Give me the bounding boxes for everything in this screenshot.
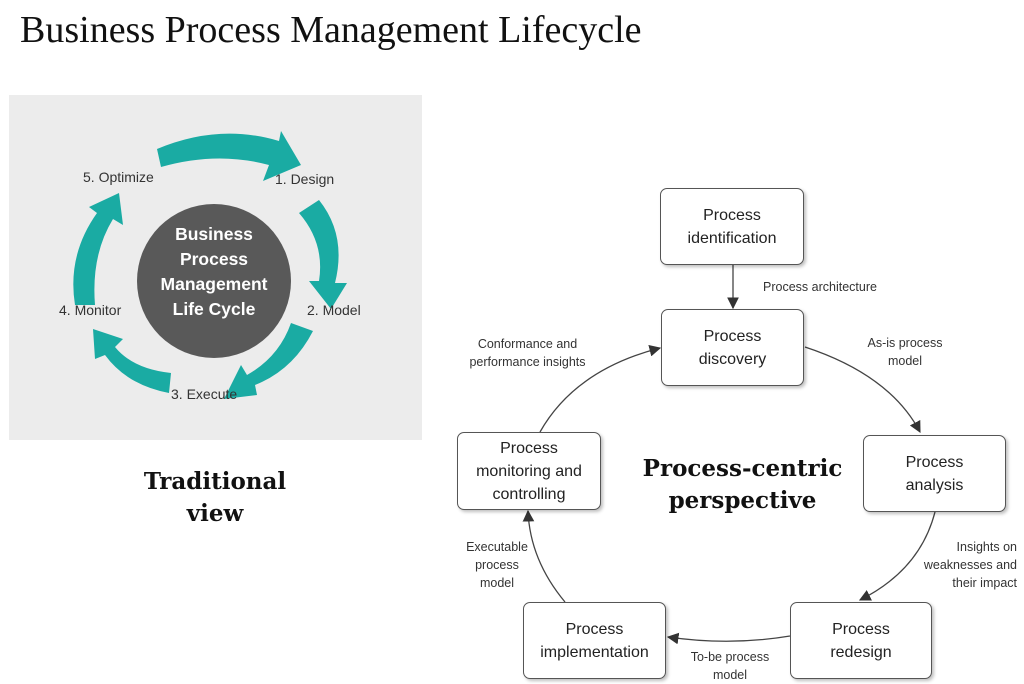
arrow-design-to-model (299, 200, 347, 309)
stage-label-execute: 3. Execute (171, 386, 237, 402)
edge-label-line: model (479, 576, 515, 590)
traditional-lifecycle-diagram: Business Process Management Life Cycle 1… (59, 131, 361, 402)
traditional-view-caption: Traditional view (120, 466, 310, 530)
edge-label-process-architecture: Process architecture (763, 278, 877, 296)
box-process-implementation: Process implementation (523, 602, 666, 679)
edge-label-line: Insights on (956, 540, 1017, 554)
traditional-lifecycle-panel: Business Process Management Life Cycle 1… (9, 95, 422, 440)
box-process-analysis: Process analysis (863, 435, 1006, 512)
connector-implementation-to-monitoring (522, 509, 566, 603)
connector-monitoring-to-discovery (539, 344, 662, 433)
center-text-line: Process (180, 249, 248, 269)
edge-label-line: their impact (952, 576, 1017, 590)
edge-label-line: To-be process (690, 650, 770, 664)
box-text-line: controlling (492, 485, 566, 503)
edge-label-conformance-insights: Conformance and performance insights (455, 335, 600, 371)
process-centric-caption: Process-centric perspective (615, 453, 870, 517)
edge-label-line: performance insights (469, 355, 586, 369)
box-process-discovery: Process discovery (661, 309, 804, 386)
edge-label-to-be-model: To-be process model (678, 648, 782, 684)
box-text-line: identification (687, 229, 777, 247)
edge-label-line: Conformance and (477, 337, 578, 351)
edge-label-line: model (887, 354, 923, 368)
connector-analysis-to-redesign (858, 511, 936, 601)
center-text-line: Life Cycle (173, 299, 256, 319)
box-text-line: Process (703, 206, 761, 224)
box-text-line: redesign (830, 643, 892, 661)
edge-label-insights: Insights on weaknesses and their impact (905, 538, 1017, 592)
edge-label-line: Executable (466, 540, 528, 554)
lifecycle-center-circle (137, 204, 291, 358)
box-process-redesign: Process redesign (790, 602, 932, 679)
box-text-line: Process (703, 327, 762, 345)
box-text-line: Process (905, 453, 964, 471)
box-process-monitoring-controlling: Process monitoring and controlling (457, 432, 601, 510)
box-text-line: Process (500, 439, 558, 457)
connector-redesign-to-implementation (666, 632, 791, 645)
edge-label-line: process (475, 558, 519, 572)
stage-label-model: 2. Model (307, 302, 361, 318)
page-title: Business Process Management Lifecycle (20, 9, 642, 51)
caption-line: Traditional (143, 468, 287, 495)
center-text-line: Business (175, 224, 253, 244)
arrow-monitor-to-optimize (73, 193, 123, 305)
caption-line: Process-centric (642, 455, 843, 482)
stage-label-optimize: 5. Optimize (83, 169, 154, 185)
stage-label-design: 1. Design (275, 171, 334, 187)
box-process-identification: Process identification (660, 188, 804, 265)
edge-label-line: weaknesses and (923, 558, 1017, 572)
edge-label-line: Process architecture (763, 280, 877, 294)
edge-label-as-is-model: As-is process model (855, 334, 955, 370)
box-text-line: Process (565, 620, 624, 638)
box-text-line: analysis (905, 476, 964, 494)
edge-label-line: As-is process (867, 336, 943, 350)
connector-discovery-to-analysis (804, 346, 921, 434)
arrow-execute-to-monitor (93, 329, 171, 393)
box-text-line: Process (832, 620, 890, 638)
caption-line: view (186, 500, 244, 527)
box-text-line: monitoring and (476, 462, 582, 480)
center-text-line: Management (161, 274, 268, 294)
stage-label-monitor: 4. Monitor (59, 302, 122, 318)
arrow-model-to-execute (224, 323, 313, 399)
edge-label-line: model (712, 668, 748, 682)
box-text-line: discovery (698, 350, 767, 368)
caption-line: perspective (668, 487, 817, 514)
arrow-optimize-to-design (157, 131, 301, 181)
box-text-line: implementation (540, 643, 649, 661)
edge-label-executable-model: Executable process model (452, 538, 542, 592)
